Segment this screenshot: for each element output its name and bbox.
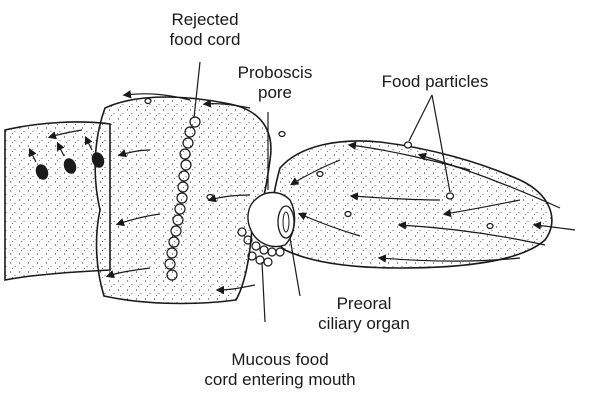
trunk-body <box>5 122 110 280</box>
label-mucous-food-cord-line-2: cord entering mouth <box>180 370 380 390</box>
label-mucous-food-cord: Mucous food cord entering mouth <box>180 350 380 390</box>
label-preoral-ciliary-organ: Preoral ciliary organ <box>294 294 434 334</box>
proboscis-body <box>272 141 552 268</box>
label-rejected-food-cord-line-1: Rejected <box>155 10 255 30</box>
label-preoral-ciliary-organ-line-1: Preoral <box>294 294 434 314</box>
label-proboscis-pore-line-1: Proboscis <box>225 63 325 83</box>
label-proboscis-pore: Proboscis pore <box>225 63 325 103</box>
label-mucous-food-cord-line-1: Mucous food <box>180 350 380 370</box>
label-rejected-food-cord: Rejected food cord <box>155 10 255 50</box>
label-rejected-food-cord-line-2: food cord <box>155 30 255 50</box>
label-proboscis-pore-line-2: pore <box>225 83 325 103</box>
label-food-particles: Food particles <box>355 72 515 92</box>
label-food-particles-text: Food particles <box>355 72 515 92</box>
label-preoral-ciliary-organ-line-2: ciliary organ <box>294 314 434 334</box>
